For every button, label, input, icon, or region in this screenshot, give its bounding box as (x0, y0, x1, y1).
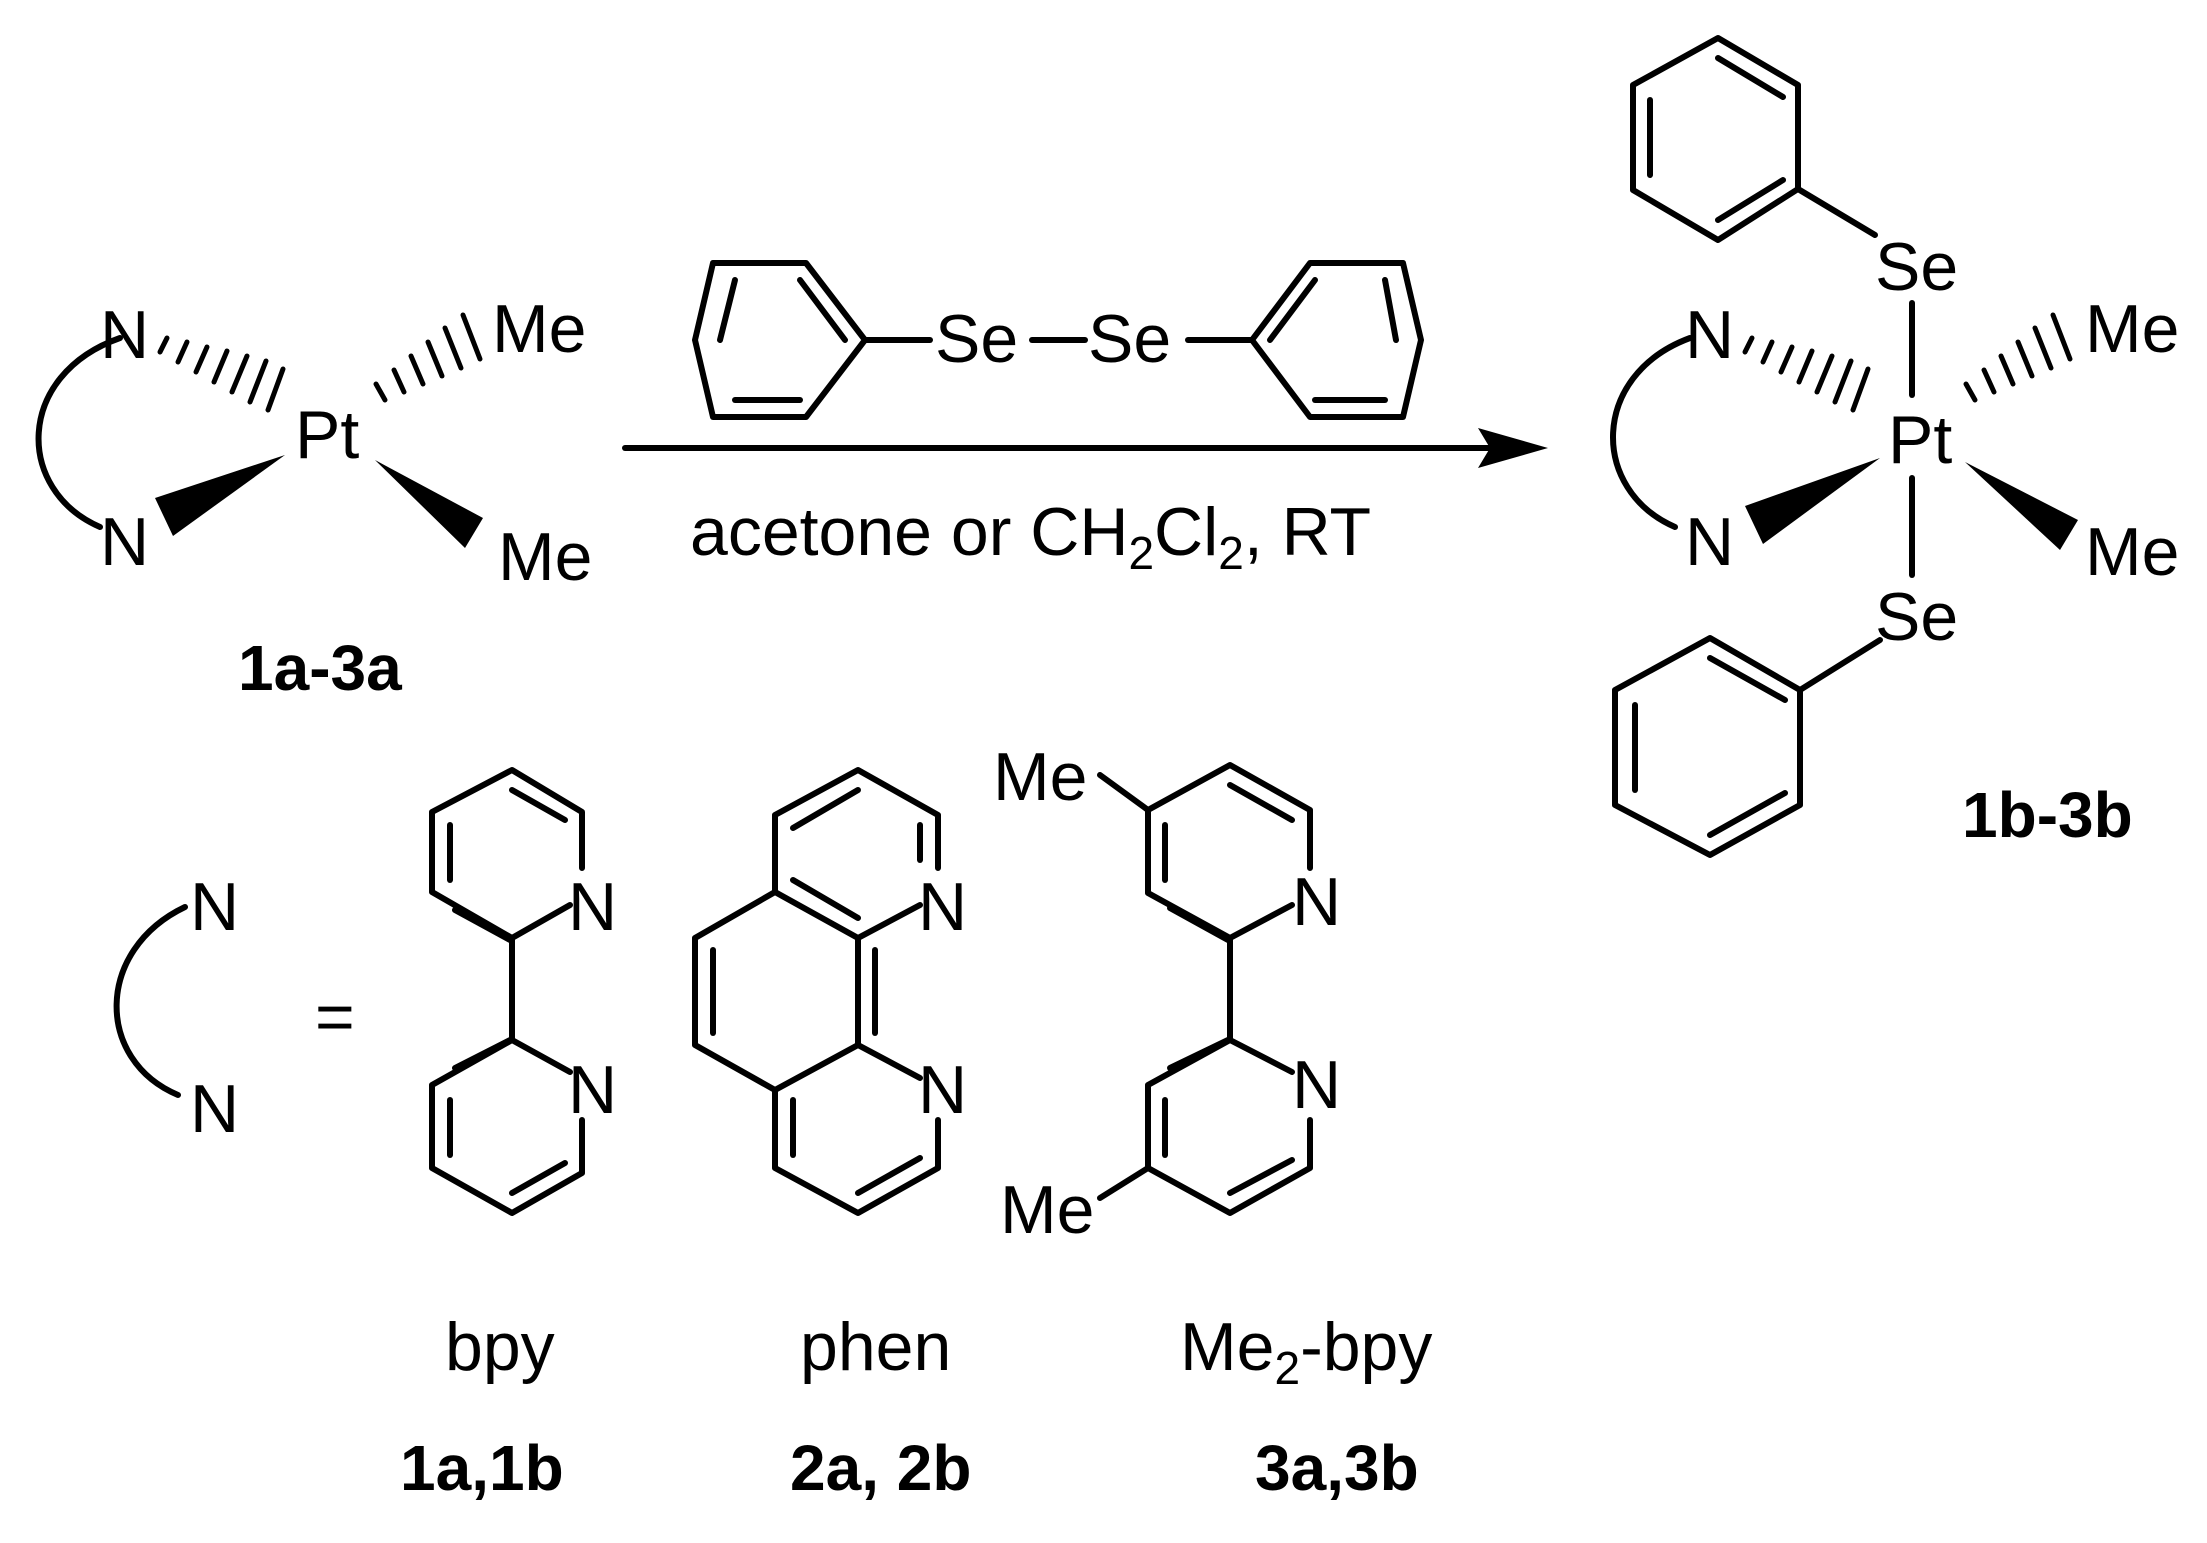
reagent-se-right: Se (1088, 301, 1171, 377)
key-equals: = (315, 979, 355, 1055)
bpy-ring-bottom (429, 1037, 585, 1216)
product-wedge-bond-n (1745, 458, 1880, 544)
conditions-suffix: , RT (1244, 494, 1371, 570)
me2bpy-name-rest: -bpy (1300, 1309, 1432, 1385)
product-hashed-bond-me (1963, 312, 2073, 403)
me2bpy-name-sub: 2 (1274, 1342, 1300, 1394)
me2bpy-name-main: Me (1180, 1309, 1274, 1385)
bpy-n-top: N (568, 869, 617, 945)
product-bond-ph-se-top (1795, 186, 1878, 238)
product-se-bottom: Se (1875, 579, 1958, 655)
reagent-diphenyl-diselenide: Se Se (692, 260, 1424, 420)
product-complex: Se Pt Se N N Me Me (1610, 35, 2179, 858)
product-me-bottom: Me (2085, 514, 2179, 590)
reactant-chelate-arc (35, 335, 123, 530)
bpy-ring-top (429, 767, 585, 943)
conditions-mid: Cl (1154, 494, 1218, 570)
ligand-bpy: N N bpy 1a,1b (400, 767, 617, 1504)
product-n-top: N (1685, 297, 1734, 373)
key-n-top: N (190, 869, 239, 945)
me2bpy-me-bond-bottom (1097, 1165, 1151, 1201)
reaction-conditions: acetone or CH2Cl2, RT (690, 494, 1371, 579)
me2bpy-ring-bottom (1145, 1037, 1313, 1216)
me2bpy-me-bond-top (1097, 772, 1151, 813)
me2bpy-name: Me2-bpy (1180, 1309, 1432, 1394)
reagent-phenyl-right (1249, 260, 1424, 420)
bpy-name: bpy (445, 1309, 555, 1385)
reactant-compound-label: 1a-3a (238, 632, 402, 704)
reactant-me-top: Me (492, 291, 586, 367)
conditions-sub1: 2 (1128, 527, 1154, 579)
bpy-numbers: 1a,1b (400, 1432, 564, 1504)
phen-n-bottom: N (918, 1052, 967, 1128)
product-bond-se-ph-bottom (1797, 637, 1883, 693)
reactant-hashed-bond-me (373, 312, 483, 403)
reactant-n-top: N (100, 297, 149, 373)
me2bpy-ring-top (1145, 762, 1313, 943)
reagent-se-left: Se (935, 301, 1018, 377)
product-n-bottom: N (1685, 504, 1734, 580)
me2bpy-me-top: Me (993, 739, 1087, 815)
product-pt: Pt (1888, 402, 1952, 478)
reagent-phenyl-left (692, 260, 868, 420)
conditions-sub2: 2 (1218, 527, 1244, 579)
phen-name: phen (800, 1309, 951, 1385)
me2bpy-numbers: 3a,3b (1255, 1432, 1419, 1504)
reaction-arrow (622, 428, 1548, 468)
ligand-me2-bpy: Me N N Me Me2-bpy 3a,3b (993, 739, 1432, 1504)
key-n-bottom: N (190, 1071, 239, 1147)
ligand-key: N N = (113, 869, 355, 1147)
ligand-phen: N N phen 2a, 2b (692, 767, 971, 1504)
phen-n-top: N (918, 869, 967, 945)
phen-rings (692, 767, 941, 1216)
me2bpy-me-bottom: Me (1000, 1172, 1094, 1248)
key-chelate-arc (113, 904, 188, 1098)
reactant-me-bottom: Me (498, 519, 592, 595)
product-phenyl-top (1630, 35, 1801, 243)
product-chelate-arc (1610, 335, 1693, 530)
product-phenyl-bottom (1612, 635, 1803, 858)
reactant-wedge-bond-me (375, 460, 483, 548)
me2bpy-n-bottom: N (1292, 1047, 1341, 1123)
product-me-top: Me (2085, 291, 2179, 367)
phen-numbers: 2a, 2b (790, 1432, 971, 1504)
conditions-prefix: acetone or CH (690, 494, 1128, 570)
reactant-wedge-bond-n (155, 455, 285, 536)
reactant-pt: Pt (295, 397, 359, 473)
product-compound-label: 1b-3b (1962, 779, 2133, 851)
bpy-n-bottom: N (568, 1052, 617, 1128)
reactant-complex: N N Pt Me Me 1a-3a (35, 291, 592, 704)
product-se-top: Se (1875, 229, 1958, 305)
reactant-n-bottom: N (100, 504, 149, 580)
product-wedge-bond-me (1965, 462, 2078, 550)
reactant-hashed-bond-n (157, 335, 286, 413)
me2bpy-n-top: N (1292, 864, 1341, 940)
product-hashed-bond-n (1742, 335, 1871, 413)
